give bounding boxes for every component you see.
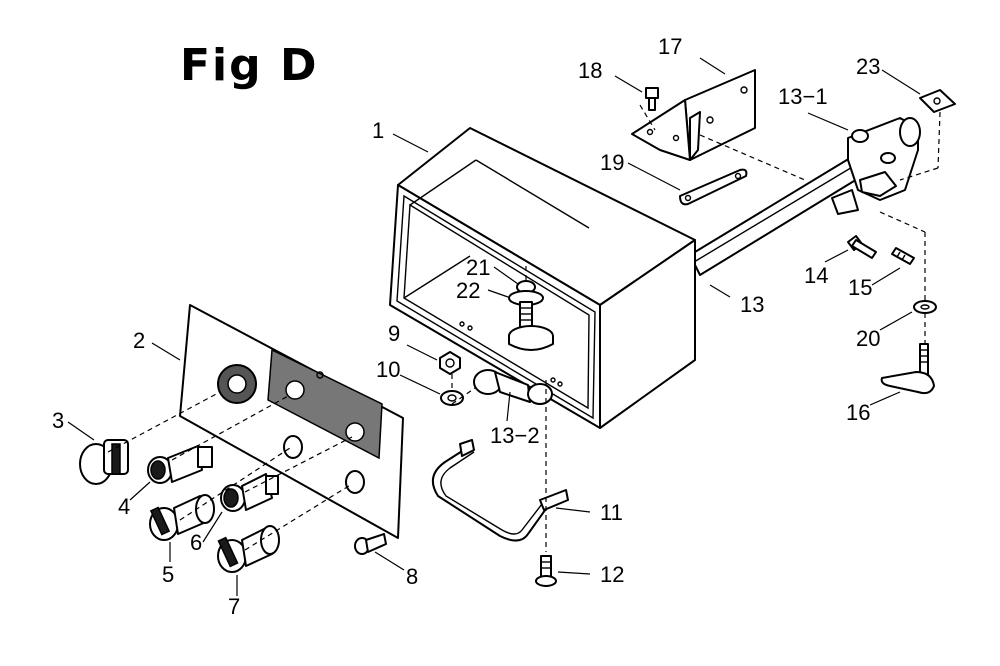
square-washer: [919, 89, 956, 113]
assembly-lines: [107, 104, 941, 552]
screw-12: [535, 555, 557, 587]
hex-nut: [439, 351, 461, 375]
handle: [431, 439, 569, 542]
clamp-lever: [880, 343, 935, 395]
indicator-light-6: [220, 473, 279, 512]
callout-17: 17: [658, 34, 682, 59]
lock-washer: [440, 390, 464, 406]
callout-2: 2: [133, 328, 145, 353]
callout-13-2: 13−2: [490, 423, 540, 448]
selector-switch-5: [149, 494, 215, 541]
callout-13-1: 13−1: [778, 84, 828, 109]
set-screw-15: [891, 247, 915, 265]
callout-labels: 1 2 3 4 5 6 7 8 9 10 11 12 13 13−1 13−2 …: [52, 34, 880, 619]
callout-8: 8: [406, 564, 418, 589]
strap-plate: [679, 168, 748, 206]
indicator-light-4: [147, 445, 213, 484]
mounting-bracket: [631, 69, 756, 161]
callout-21: 21: [466, 255, 490, 280]
cap-screw-14: [847, 235, 877, 259]
flat-washer: [913, 300, 937, 314]
callout-23: 23: [856, 54, 880, 79]
callout-16: 16: [846, 400, 870, 425]
callout-11: 11: [600, 500, 623, 525]
callout-4: 4: [118, 494, 130, 519]
callout-15: 15: [848, 275, 872, 300]
leader-lines: [67, 57, 921, 596]
callout-22: 22: [456, 278, 480, 303]
callout-14: 14: [804, 263, 828, 288]
control-box: [389, 127, 696, 429]
bolt-18: [645, 87, 659, 111]
selector-switch-7: [217, 525, 280, 573]
panel-screw: [354, 533, 387, 555]
callout-5: 5: [162, 562, 174, 587]
callout-18: 18: [578, 58, 602, 83]
emergency-stop-switch: [79, 439, 129, 485]
callout-3: 3: [52, 408, 64, 433]
callout-12: 12: [600, 562, 624, 587]
figure-title: Fig D: [180, 40, 319, 91]
callout-1: 1: [372, 118, 384, 143]
callout-20: 20: [856, 326, 880, 351]
callout-19: 19: [600, 150, 624, 175]
post-nut: [508, 280, 554, 351]
callout-6: 6: [190, 530, 202, 555]
callout-10: 10: [376, 357, 400, 382]
callout-13: 13: [740, 292, 764, 317]
callout-9: 9: [388, 321, 400, 346]
front-panel: [179, 304, 404, 539]
callout-7: 7: [228, 594, 240, 619]
